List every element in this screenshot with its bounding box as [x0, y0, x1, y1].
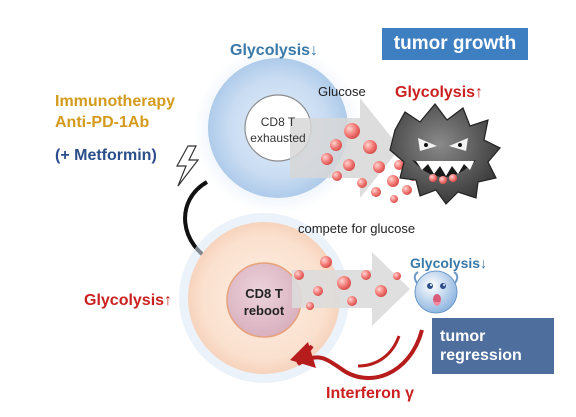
cd8-reboot-label-line1: CD8 T: [245, 286, 283, 301]
glucose-dots-bottom: [294, 256, 401, 310]
cd8-exhausted-label-line1: CD8 T: [260, 115, 296, 129]
tumor-monster-icon: [389, 103, 501, 205]
tumor-growth-label: tumor growth: [393, 33, 517, 54]
tumor-regression-label-line2: regression: [440, 347, 522, 364]
glycolysis-up-tumor-label: Glycolysis↑: [395, 84, 484, 101]
reboot-cd8-cell: [179, 213, 349, 383]
glycolysis-down-label: Glycolysis↓: [230, 42, 319, 59]
metformin-label: (+ Metformin): [55, 147, 157, 164]
immunotherapy-label: Immunotherapy: [55, 93, 176, 110]
glucose-flow-arrow-bottom: [292, 252, 410, 326]
compete-label: compete for glucose: [298, 221, 416, 236]
interferon-arrowhead: [290, 342, 316, 368]
tumor-growth-box: tumor growth: [382, 28, 528, 60]
tumor-regression-label-line1: tumor: [440, 328, 486, 345]
cd8-exhausted-label-line2: exhausted: [250, 131, 306, 145]
tumor-regression-box: tumor regression: [432, 318, 554, 374]
glycolysis-up-left-label: Glycolysis↑: [84, 292, 173, 309]
glucose-dots-top: [321, 123, 449, 203]
glucose-flow-arrow-top: [290, 98, 400, 198]
interferon-label: Interferon γ: [326, 385, 415, 402]
glucose-label: Glucose: [318, 84, 366, 99]
lightning-bolt-icon: [175, 145, 200, 187]
anti-pd1-label: Anti-PD-1Ab: [55, 114, 150, 131]
cd8-reboot-label-line2: reboot: [243, 303, 285, 318]
small-tumor-icon: [413, 270, 459, 314]
glycolysis-down-small-label: Glycolysis↓: [410, 255, 488, 271]
